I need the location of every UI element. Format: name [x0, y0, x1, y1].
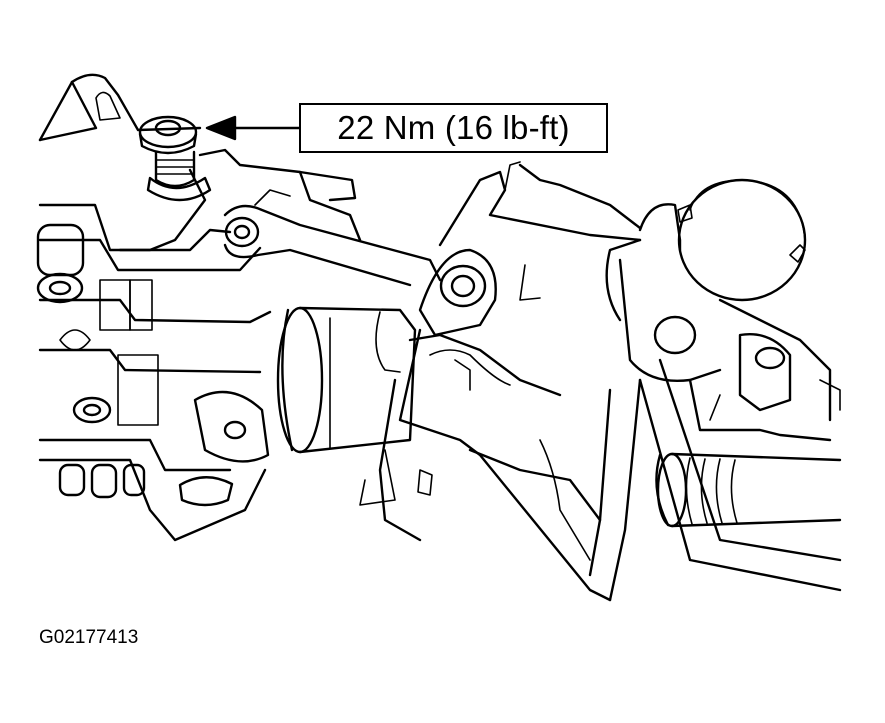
left-column-housing: [36, 203, 272, 542]
torque-value-label: 22 Nm (16 lb-ft): [337, 109, 570, 146]
lower-brace: [539, 358, 842, 602]
right-boss: [605, 203, 841, 442]
upper-mounting-bracket: [38, 73, 362, 252]
figure-id-label: G02177413: [39, 627, 139, 648]
callout-arrow: [205, 115, 301, 141]
pivot-lever: [223, 189, 442, 287]
snap-ring: [677, 178, 807, 302]
lock-housing: [359, 161, 642, 602]
central-tube: [276, 306, 417, 454]
torque-bolt: [138, 115, 212, 202]
torque-callout-box: 22 Nm (16 lb-ft): [299, 103, 608, 153]
lower-right-shaft: [655, 452, 842, 528]
